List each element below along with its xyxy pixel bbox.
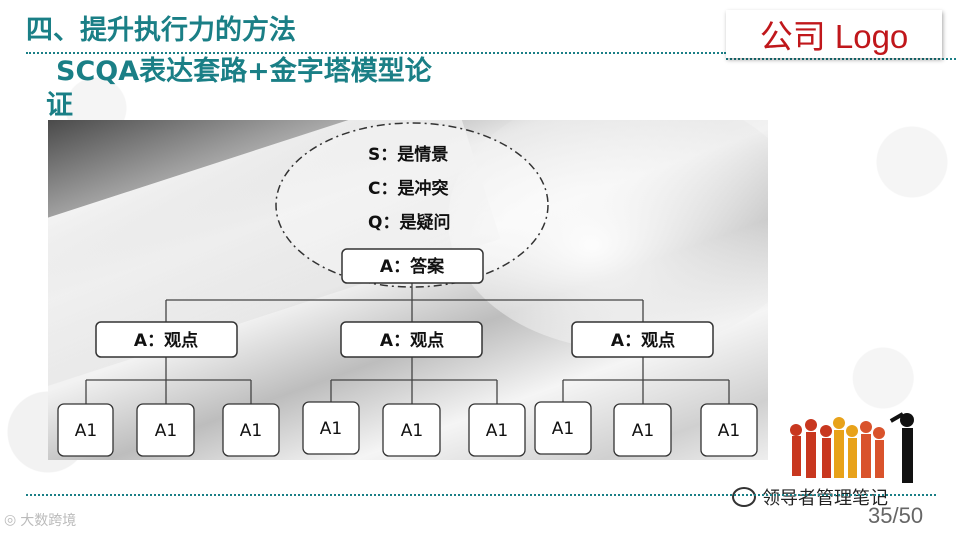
leaf-label-5: A1 — [401, 421, 423, 441]
leaf-box-9 — [700, 403, 758, 457]
point-label-2: A：观点 — [380, 330, 444, 351]
top-divider — [26, 52, 726, 54]
scq-ellipse — [275, 122, 549, 288]
answer-box — [341, 248, 484, 284]
point-box-2 — [340, 321, 483, 358]
point-box-1 — [95, 321, 238, 358]
leaf-label-3: A1 — [240, 421, 262, 441]
bottom-left-watermark: ◎ 大数跨境 — [4, 510, 76, 530]
leaf-label-2: A1 — [155, 421, 177, 441]
bottom-left-text: 大数跨境 — [20, 513, 77, 529]
scq-question: Q：是疑问 — [368, 212, 450, 233]
top-divider-right — [726, 58, 956, 60]
leaf-box-1 — [57, 403, 114, 457]
watermark-text: 领导者管理笔记 — [762, 488, 888, 509]
leaf-box-5 — [382, 403, 441, 457]
leaf-box-6 — [468, 403, 526, 457]
leaf-label-7: A1 — [552, 419, 574, 439]
connector-lines — [85, 283, 730, 404]
point-box-3 — [571, 321, 714, 358]
background-photo — [48, 120, 768, 460]
scq-complication: C：是冲突 — [368, 178, 448, 199]
watermark-logo-icon: ◎ — [4, 512, 17, 528]
leaf-label-6: A1 — [486, 421, 508, 441]
slide-title-line2: SCQA表达套路+金字塔模型论 — [56, 56, 432, 87]
leaf-box-4 — [302, 401, 360, 455]
leaf-box-7 — [534, 401, 592, 455]
point-label-1: A：观点 — [134, 330, 198, 351]
wechat-watermark: 领导者管理笔记 — [732, 484, 888, 510]
answer-label: A：答案 — [380, 256, 445, 277]
slide-title-line1: 四、提升执行力的方法 — [26, 15, 296, 46]
bottom-divider — [26, 494, 936, 496]
leaf-box-8 — [613, 403, 672, 457]
leaf-box-2 — [136, 403, 195, 457]
company-logo: 公司 Logo — [726, 10, 942, 58]
point-label-3: A：观点 — [611, 330, 675, 351]
scq-situation: S：是情景 — [368, 144, 448, 165]
wechat-icon — [732, 487, 756, 507]
leaf-label-4: A1 — [320, 419, 342, 439]
leaf-box-3 — [222, 403, 280, 457]
leaf-label-8: A1 — [632, 421, 654, 441]
leaf-label-1: A1 — [75, 421, 97, 441]
page-number: 35/50 — [868, 503, 924, 528]
slide-title-line3: 证 — [46, 90, 73, 121]
crowd-illustration — [790, 412, 914, 483]
leaf-label-9: A1 — [718, 421, 740, 441]
